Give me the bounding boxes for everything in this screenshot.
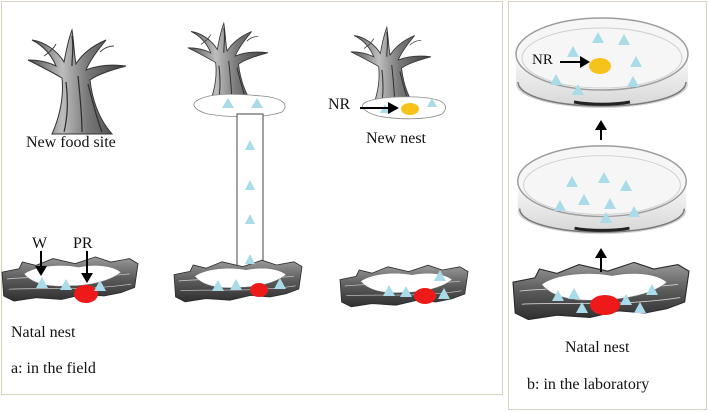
worker [627, 76, 639, 87]
caption-field: a: in the field [11, 360, 96, 377]
label-neotenic-reproductive: NR [328, 96, 351, 113]
tree-stump-food-site [27, 29, 127, 135]
label-new-nest: New nest [366, 130, 426, 147]
label-natal-nest: Natal nest [11, 324, 76, 341]
worker [251, 98, 263, 108]
worker [567, 46, 579, 57]
worker [566, 176, 578, 187]
worker [245, 254, 255, 264]
worker [274, 278, 286, 289]
worker [552, 290, 564, 301]
worker [36, 277, 48, 288]
label-neotenic-reproductive-lab: NR [532, 52, 553, 68]
worker [646, 284, 658, 295]
neotenic-reproductive-new-nest [401, 103, 419, 115]
label-new-food-site: New food site [26, 134, 116, 151]
worker [592, 32, 604, 43]
worker [427, 98, 437, 107]
primary-reproductive-3 [414, 288, 436, 304]
scene-field [1, 22, 469, 308]
worker [550, 74, 562, 85]
worker [578, 194, 590, 205]
label-natal-nest-lab: Natal nest [565, 339, 630, 356]
worker [620, 180, 632, 191]
worker [434, 270, 446, 281]
worker [245, 180, 255, 190]
panel-field [1, 1, 503, 395]
primary-reproductive-1 [74, 285, 98, 303]
worker [554, 200, 566, 211]
natal-nest-log-2 [173, 259, 303, 303]
worker [598, 172, 610, 183]
worker [230, 279, 242, 290]
label-worker: W [32, 235, 48, 252]
primary-reproductive-2 [250, 283, 268, 297]
worker [245, 214, 255, 224]
worker [620, 294, 632, 305]
natal-nest-log-1 [1, 256, 139, 302]
worker [383, 285, 395, 296]
worker [618, 34, 630, 45]
worker [628, 206, 640, 217]
primary-reproductive-lab [590, 295, 620, 315]
scene-laboratory [512, 16, 690, 321]
natal-nest-log-3 [339, 264, 469, 308]
caption-laboratory: b: in the laboratory [527, 376, 650, 393]
worker [600, 212, 612, 223]
migration-tube [236, 113, 264, 271]
panel-laboratory [508, 1, 707, 410]
worker [438, 288, 450, 299]
worker [212, 280, 224, 291]
worker [245, 140, 255, 150]
worker [568, 288, 580, 299]
worker [222, 98, 234, 108]
worker [400, 286, 412, 297]
neotenic-reproductive-lab [589, 58, 611, 74]
worker [60, 279, 72, 290]
worker [604, 198, 616, 209]
nest-cavity-top [193, 93, 286, 118]
worker [572, 84, 584, 95]
worker [94, 280, 106, 291]
worker [576, 302, 588, 313]
worker [630, 56, 642, 67]
label-primary-reproductive: PR [73, 235, 93, 252]
worker [634, 302, 646, 313]
